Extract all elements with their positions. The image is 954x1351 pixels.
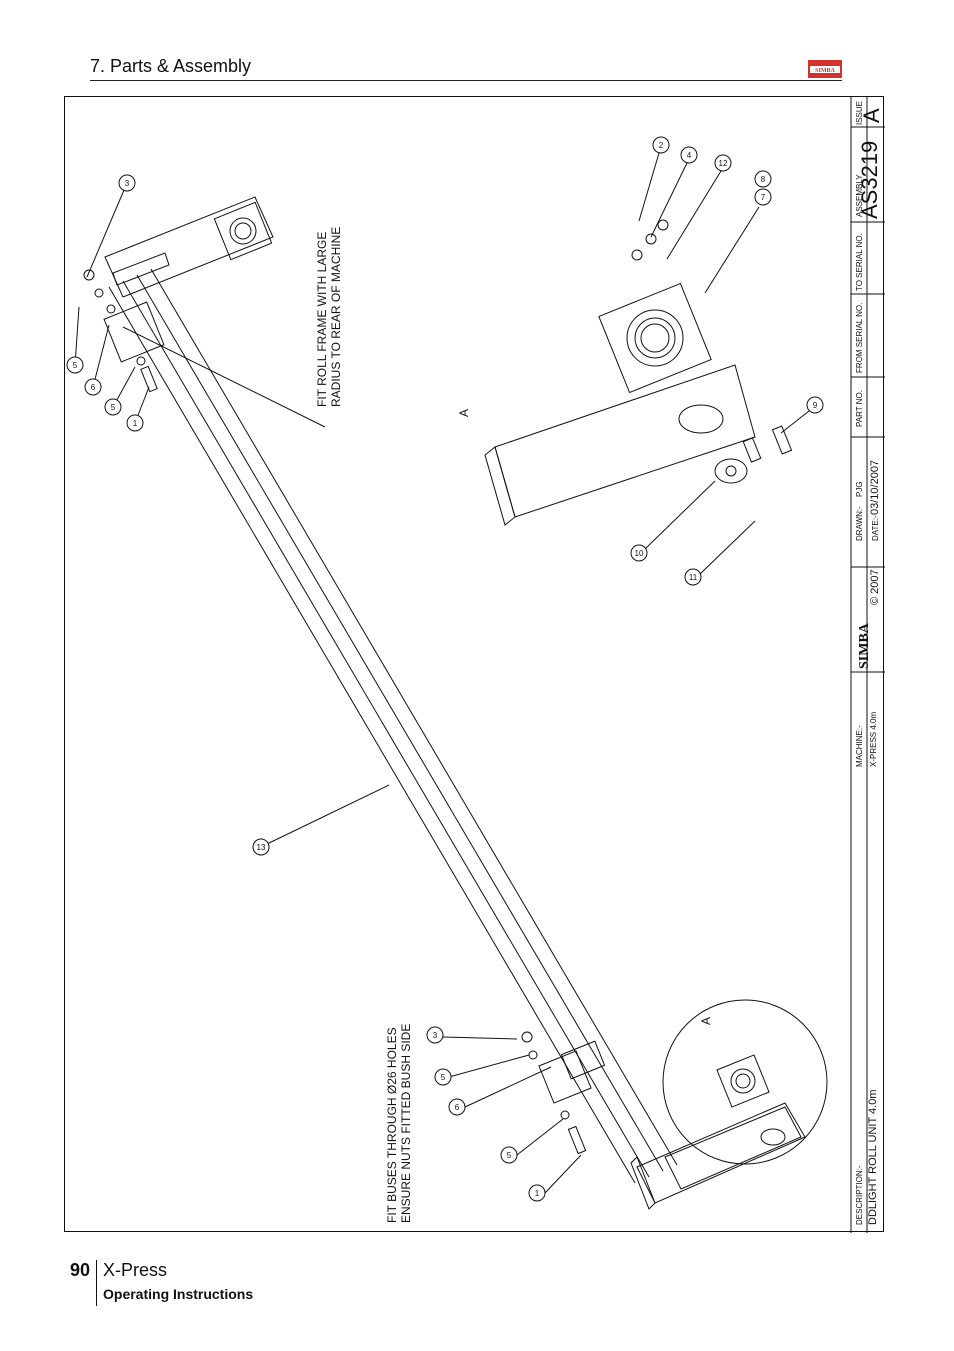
page-number: 90 [70, 1260, 91, 1280]
svg-text:9: 9 [813, 401, 818, 410]
date-value: 03/10/2007 [869, 459, 881, 515]
svg-text:8: 8 [761, 175, 766, 184]
svg-text:6: 6 [455, 1103, 460, 1112]
issue-value: A [859, 108, 884, 123]
part-no-label: PART NO. [855, 390, 864, 427]
svg-text:5: 5 [507, 1151, 512, 1160]
footer-divider [96, 1260, 97, 1306]
from-serial-label: FROM SERIAL NO. [855, 302, 864, 373]
product-name: X-Press [103, 1260, 168, 1280]
simba-logo: SIMBA [808, 60, 842, 78]
svg-text:12: 12 [719, 159, 728, 168]
svg-text:1: 1 [133, 419, 138, 428]
note-bushes: FIT BUSES THROUGH Ø26 HOLES ENSURE NUTS … [385, 1023, 413, 1223]
drawn-value: PJG [855, 481, 864, 497]
svg-text:1: 1 [535, 1189, 540, 1198]
note-roll-frame: FIT ROLL FRAME WITH LARGE RADIUS TO REAR… [315, 226, 343, 407]
svg-text:7: 7 [761, 193, 766, 202]
machine-label: MACHINE:- [855, 725, 864, 767]
svg-text:5: 5 [111, 403, 116, 412]
svg-text:3: 3 [125, 179, 130, 188]
assembly-number: AS3219 [857, 140, 882, 219]
description-value: DDLIGHT ROLL UNIT 4.0m [867, 1089, 879, 1226]
header-rule [90, 80, 842, 81]
assembly-drawing: 3 5 6 5 1 13 3 5 6 5 1 2 4 12 8 7 9 10 1… [66, 97, 885, 1233]
drawing-frame: 3 5 6 5 1 13 3 5 6 5 1 2 4 12 8 7 9 10 1… [64, 96, 885, 1233]
svg-text:2: 2 [659, 141, 664, 150]
svg-text:10: 10 [635, 549, 644, 558]
title-block-logo: SIMBA [857, 623, 872, 669]
svg-text:11: 11 [689, 573, 698, 582]
svg-text:4: 4 [687, 151, 692, 160]
to-serial-label: TO SERIAL NO. [855, 233, 864, 291]
svg-text:6: 6 [91, 383, 96, 392]
svg-text:5: 5 [73, 361, 78, 370]
description-label: DESCRIPTION:- [855, 1165, 864, 1225]
date-label: DATE:- [871, 515, 880, 541]
drawn-label: DRAWN:- [855, 506, 864, 541]
svg-text:3: 3 [433, 1031, 438, 1040]
svg-text:13: 13 [257, 843, 266, 852]
detail-label-a-bottom: A [699, 1016, 713, 1025]
copyright: © 2007 [869, 569, 881, 605]
section-title: 7. Parts & Assembly [90, 56, 252, 76]
detail-label-a-top: A [457, 408, 471, 417]
manual-subtitle: Operating Instructions [103, 1286, 254, 1302]
svg-text:5: 5 [441, 1073, 446, 1082]
machine-value: X-PRESS 4.0m [869, 711, 878, 767]
svg-text:SIMBA: SIMBA [815, 68, 835, 74]
